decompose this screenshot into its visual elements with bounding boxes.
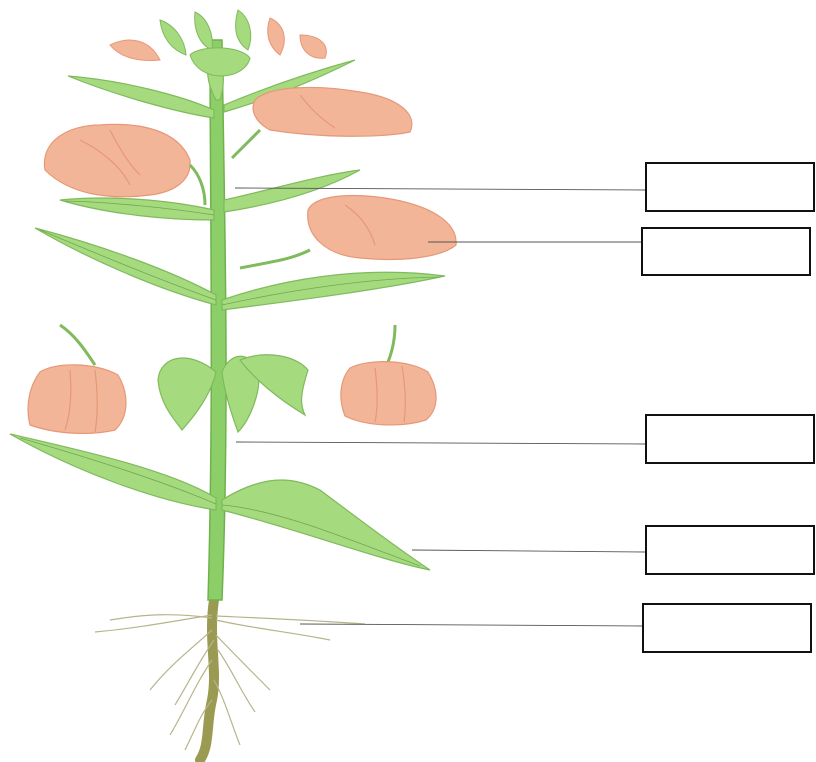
bud-cluster-base bbox=[190, 48, 250, 76]
flower-upper-left bbox=[44, 124, 205, 205]
flower-bell-right bbox=[341, 325, 436, 425]
bud bbox=[268, 18, 285, 55]
leaf-heart-left bbox=[158, 358, 216, 430]
label-boxes bbox=[642, 163, 814, 652]
label-box-5[interactable] bbox=[643, 604, 811, 652]
bud bbox=[160, 20, 186, 55]
label-box-3[interactable] bbox=[646, 415, 814, 463]
flower-bell-left bbox=[28, 325, 126, 433]
leader-line-5 bbox=[300, 624, 643, 626]
leader-line-4 bbox=[412, 550, 646, 552]
root-hairs bbox=[95, 615, 365, 750]
label-box-2[interactable] bbox=[642, 228, 810, 275]
stem bbox=[208, 40, 226, 600]
taproot bbox=[200, 600, 214, 760]
flower-middle-right bbox=[240, 196, 456, 268]
flower-upper-right bbox=[232, 87, 412, 158]
bud bbox=[300, 35, 326, 58]
label-box-4[interactable] bbox=[646, 526, 814, 574]
bud bbox=[236, 10, 251, 50]
leaf-lower-left bbox=[10, 434, 216, 510]
bud bbox=[195, 12, 213, 50]
bud bbox=[110, 40, 160, 60]
leader-line-3 bbox=[236, 442, 646, 444]
leaf-top-left bbox=[68, 76, 214, 118]
leaf-lower-right bbox=[222, 480, 430, 570]
label-box-1[interactable] bbox=[646, 163, 814, 211]
